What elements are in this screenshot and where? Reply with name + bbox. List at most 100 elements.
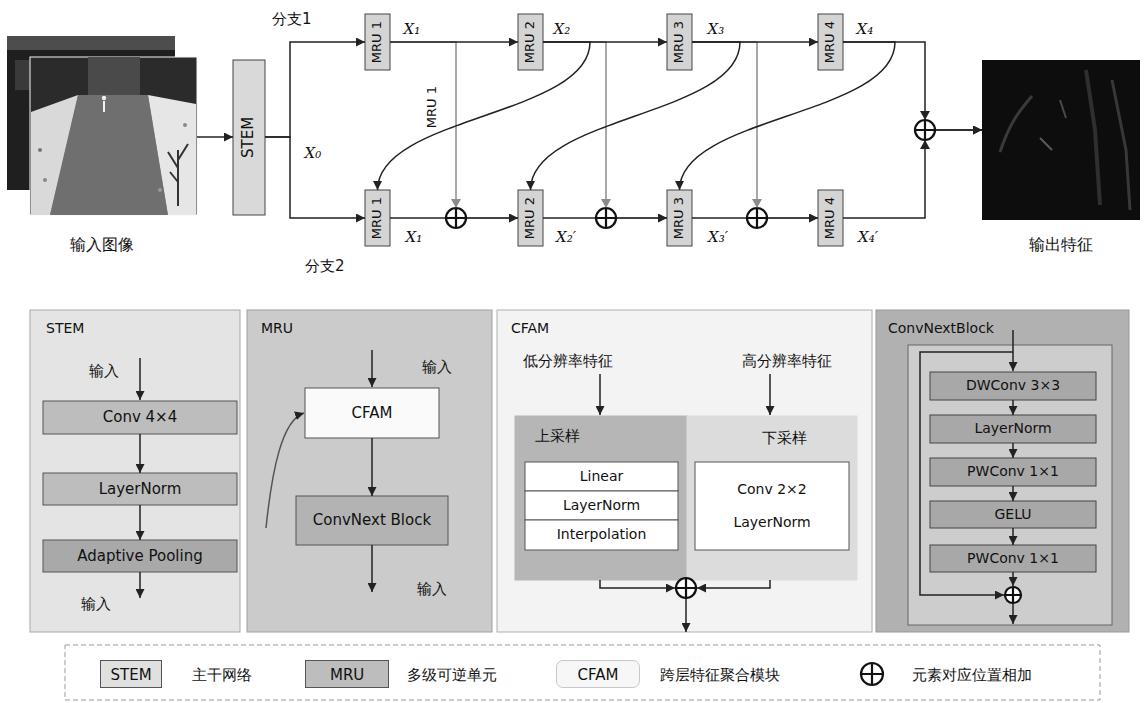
node-outline	[30, 310, 240, 632]
layout-path	[1000, 96, 1032, 152]
add-symbol	[446, 120, 1021, 685]
panel-heading: CFAM	[511, 320, 549, 338]
node-outline	[687, 416, 857, 580]
process-box: LayerNorm	[43, 473, 237, 505]
legend-text: 跨层特征聚合模块	[660, 666, 780, 685]
node-outline	[43, 473, 237, 505]
connector	[139, 434, 141, 473]
image-caption: 输入图像	[70, 235, 134, 255]
process-box: LayerNorm	[930, 415, 1096, 443]
inner-frame	[908, 345, 1112, 625]
branch-label: 分支2	[305, 257, 345, 276]
node-outline	[518, 190, 543, 246]
connector	[139, 505, 141, 540]
process-box: Conv 4×4	[43, 401, 237, 434]
arrow-label: MRU 1	[424, 86, 440, 128]
layout-path	[1012, 572, 1014, 586]
swatch-label: STEM	[111, 666, 152, 685]
branch-label: 分支1	[272, 10, 312, 29]
panel-heading: STEM	[46, 320, 84, 338]
node-outline	[930, 545, 1096, 572]
layout-path	[139, 572, 141, 598]
label-anchor: 输入	[422, 357, 452, 377]
label-anchor: X₀	[305, 143, 322, 163]
layout-path	[1012, 330, 1014, 371]
box-text: PWConv 1×1	[967, 550, 1059, 568]
label-anchor: X₄′	[858, 227, 878, 247]
panel-heading: 下采样	[762, 429, 807, 448]
process-box: Conv 2×2LayerNorm	[695, 462, 849, 550]
box-text: MRU 3	[671, 21, 687, 63]
layout-circle	[183, 123, 187, 127]
legend-text: 多级可逆单元	[407, 666, 497, 685]
layout-path	[596, 208, 616, 228]
box-text: CFAM	[352, 404, 393, 423]
signal-name: X₃′	[708, 228, 728, 247]
process-box: MRU 2	[518, 14, 543, 70]
image-caption: 输出特征	[1029, 235, 1093, 255]
layout-path	[1005, 587, 1021, 603]
connector	[1012, 443, 1014, 458]
arrow-heads	[451, 111, 930, 208]
label-anchor: STEM	[111, 665, 152, 685]
signal-name: X₂′	[556, 228, 576, 247]
legend-text-anchor: 多级可逆单元	[407, 665, 497, 685]
signal-name: X₁	[404, 20, 421, 39]
layout-circle	[596, 208, 616, 228]
layout-path	[697, 580, 770, 588]
connector	[390, 41, 518, 43]
panel-heading: ConvNextBlock	[888, 320, 994, 338]
node-outline	[930, 372, 1096, 400]
node-outline	[365, 14, 390, 70]
label-anchor: MRU	[330, 665, 364, 685]
output-feature-map	[982, 60, 1140, 220]
node-outline	[515, 416, 687, 580]
layout-rect	[982, 60, 1140, 220]
connector	[371, 438, 373, 496]
panel: MRU CFAM ConvNext Block	[247, 310, 492, 632]
box-text: MRU 1	[369, 197, 385, 239]
box-text: LayerNorm	[99, 480, 182, 499]
legend-text-anchor: 主干网络	[192, 665, 252, 685]
box-text: PWConv 1×1	[967, 463, 1059, 481]
connector	[692, 42, 818, 218]
node-outline	[247, 310, 492, 632]
connector	[1012, 486, 1014, 501]
process-box: MRU 3	[667, 14, 692, 70]
node-outline	[43, 401, 237, 434]
input-image	[7, 36, 197, 215]
process-box: MRU 4	[818, 190, 843, 246]
box-text: ConvNext Block	[313, 511, 431, 530]
panel: ConvNextBlockDWConv 3×3LayerNormPWConv 1…	[876, 310, 1129, 632]
layout-path	[168, 144, 188, 206]
box-fills	[43, 372, 1096, 580]
node-outline	[818, 190, 843, 246]
sub-panel: 上采样LinearLayerNormInterpolation	[515, 416, 687, 580]
node-outline	[930, 415, 1096, 443]
connector	[1012, 528, 1014, 545]
io-label: 输入	[422, 358, 452, 377]
panel-heading: MRU	[261, 320, 293, 338]
node-outline	[43, 540, 237, 572]
layout-path	[371, 545, 373, 592]
node-outline	[296, 496, 448, 545]
connector	[1012, 400, 1014, 415]
layout-path	[1086, 70, 1100, 205]
node-outline	[525, 520, 678, 550]
layout-line	[103, 101, 105, 112]
layout-polygon	[31, 95, 78, 215]
signal-name: X₀	[305, 144, 322, 163]
node-outline	[525, 462, 678, 491]
box-text: MRU 4	[822, 197, 838, 239]
layout-circle	[915, 120, 935, 140]
layout-path	[769, 374, 771, 415]
layout-rect	[88, 57, 140, 95]
panel-fills	[30, 14, 1129, 632]
node-outline	[695, 462, 849, 550]
layout-circle	[676, 578, 696, 598]
box-text: GELU	[994, 506, 1031, 524]
io-label: 输入	[81, 595, 111, 614]
label-anchor: X₃	[708, 19, 725, 39]
process-box: CFAM	[305, 388, 439, 438]
legend-text-anchor: 跨层特征聚合模块	[660, 665, 780, 685]
